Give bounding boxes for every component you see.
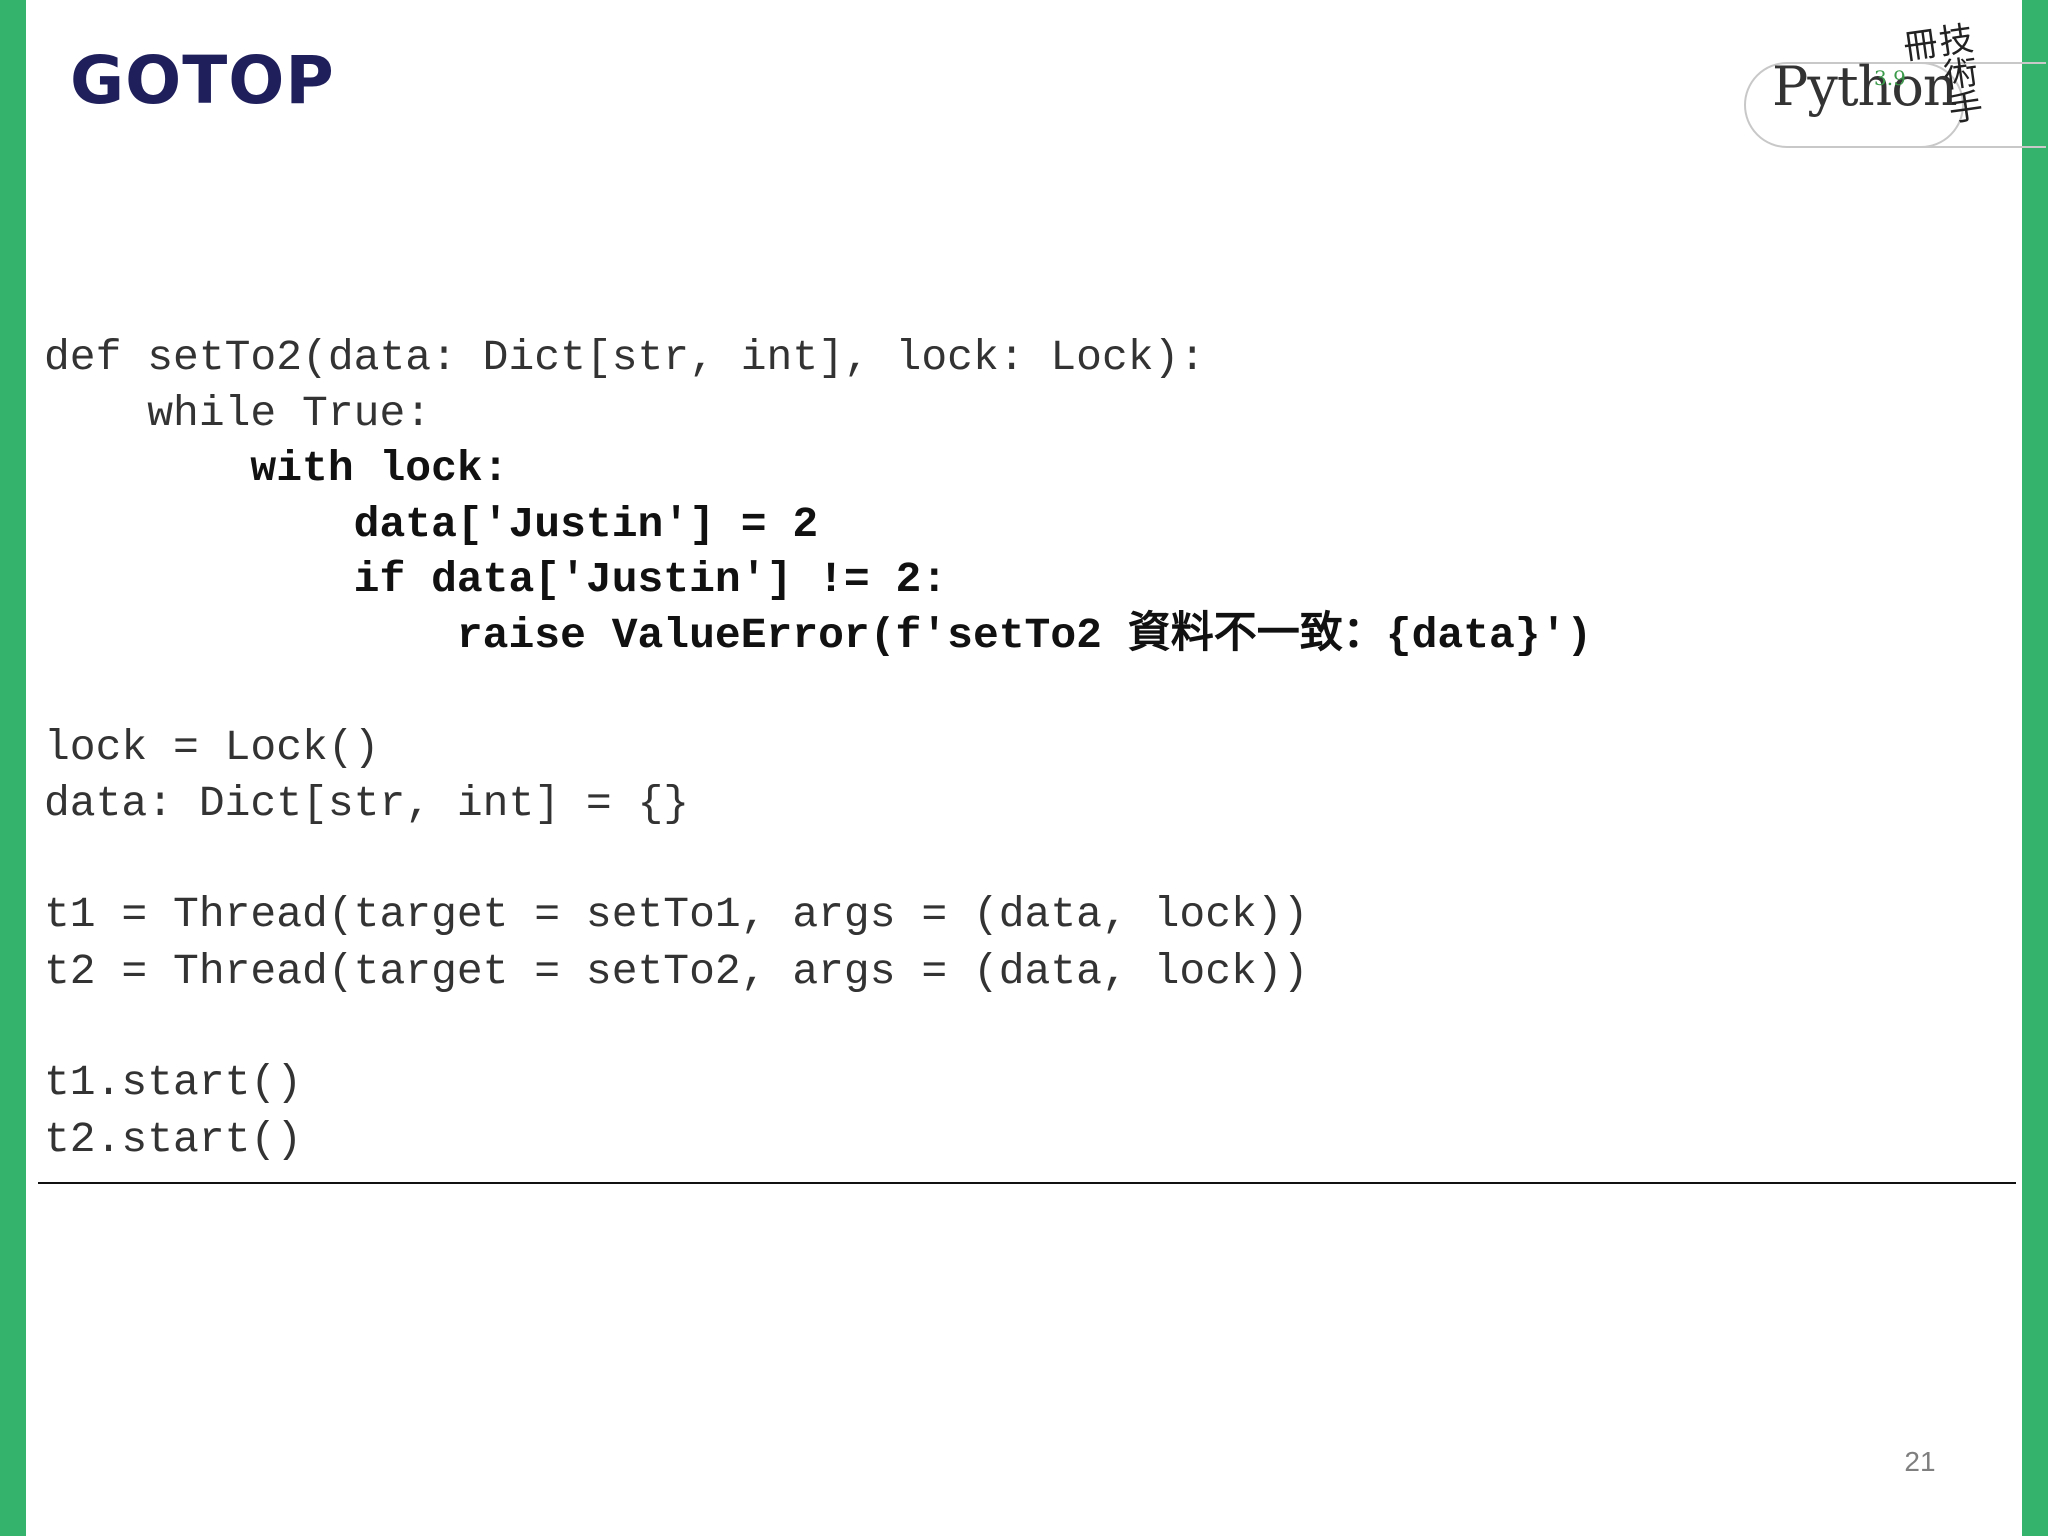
badge-version: 3.9 <box>1874 66 1906 90</box>
code-line: t2.start() <box>44 1115 303 1164</box>
page-number: 21 <box>1904 1446 1936 1477</box>
code-line: data: Dict[str, int] = {} <box>44 779 690 828</box>
code-line: t2 = Thread(target = setTo2, args = (dat… <box>44 947 1309 996</box>
code-line: data['Justin'] = 2 <box>44 500 819 549</box>
code-line: while True: <box>44 389 432 438</box>
badge-outline <box>1744 62 2046 148</box>
code-line: def setTo2(data: Dict[str, int], lock: L… <box>44 333 1206 382</box>
left-accent-bar <box>0 0 26 1536</box>
code-line: t1 = Thread(target = setTo1, args = (dat… <box>44 890 1309 939</box>
code-line: lock = Lock() <box>44 723 380 772</box>
publisher-logo: GOTOP <box>70 42 335 119</box>
right-accent-bar <box>2022 0 2048 1536</box>
badge-python-wordmark: Python <box>1772 55 1958 118</box>
code-divider-line <box>38 1182 2016 1184</box>
code-line: with lock: <box>44 444 509 493</box>
code-line: if data['Justin'] != 2: <box>44 555 948 604</box>
code-line: raise ValueError(f'setTo2 資料不一致：{data}') <box>44 611 1593 660</box>
code-line: t1.start() <box>44 1058 303 1107</box>
book-series-badge: Python 3.9 技術手冊 <box>1742 20 2046 148</box>
